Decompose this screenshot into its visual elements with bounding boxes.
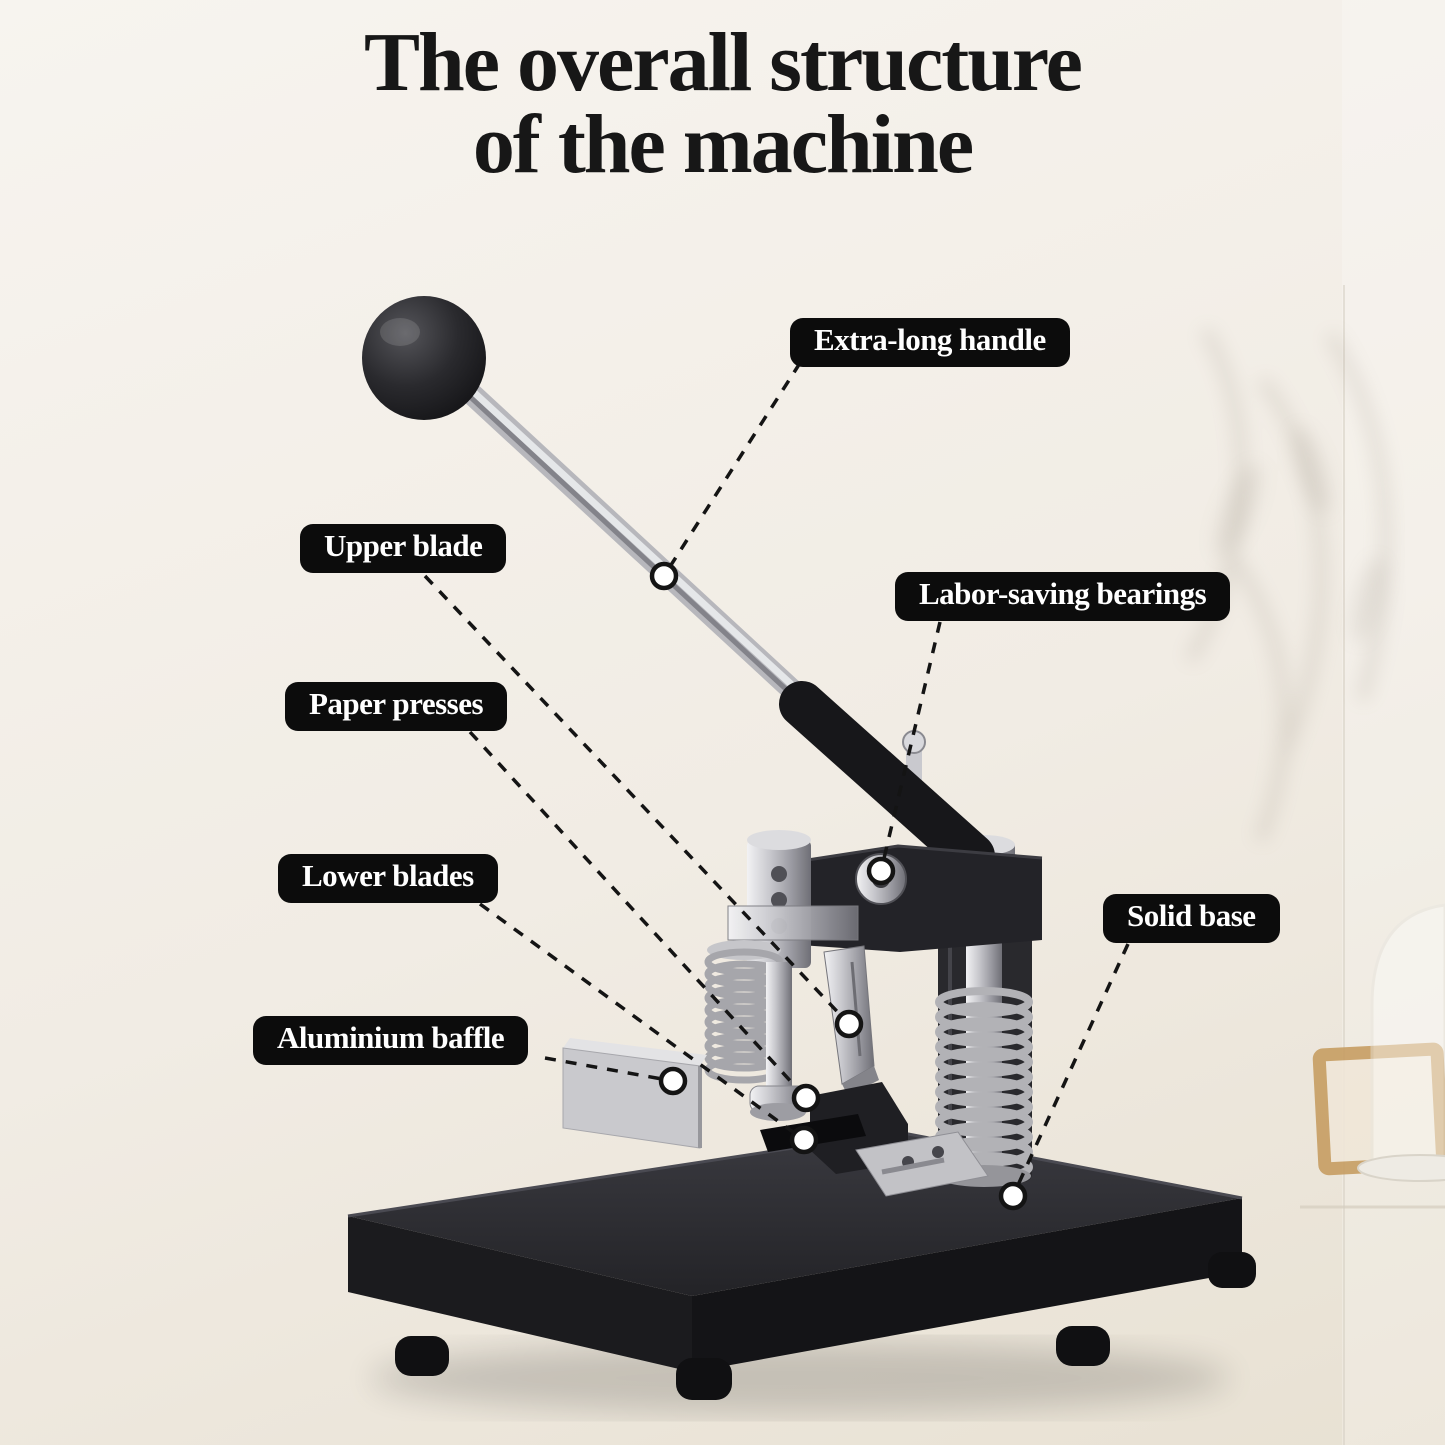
label-aluminium-baffle: Aluminium baffle	[253, 1016, 529, 1065]
plant-shadow	[1184, 326, 1392, 843]
marker-paper-presses	[791, 1083, 821, 1113]
machine-illustration	[347, 296, 1256, 1400]
page-title-line1: The overall structure	[364, 16, 1083, 109]
label-paper-presses: Paper presses	[285, 682, 508, 731]
wall-decor	[1184, 0, 1445, 1445]
leader-extra-long-handle	[662, 362, 802, 577]
press-rod	[766, 962, 792, 1094]
leader-markers	[649, 561, 1028, 1211]
handle-grip	[779, 681, 995, 879]
machine-press-assembly	[704, 830, 859, 1121]
glass-dome	[1357, 903, 1445, 1182]
machine-floor-shadow	[370, 1342, 1230, 1414]
marker-solid-base	[998, 1181, 1028, 1211]
leader-labor-saving-bearings	[879, 621, 942, 872]
marker-aluminium-baffle	[658, 1066, 688, 1096]
marker-extra-long-handle	[649, 561, 679, 591]
leader-upper-blade	[423, 574, 851, 1026]
marker-labor-saving-bearings	[866, 856, 896, 886]
marker-lower-blades	[789, 1125, 819, 1155]
label-upper-blade: Upper blade	[300, 524, 507, 573]
machine-lower-blade-area	[760, 1082, 989, 1197]
leader-solid-base	[1011, 943, 1130, 1197]
label-solid-base: Solid base	[1103, 894, 1280, 943]
machine-handle	[362, 296, 995, 879]
label-labor-saving-bearings: Labor-saving bearings	[895, 572, 1231, 621]
leader-lines	[423, 362, 1130, 1197]
plant-shadow-leaves	[1214, 426, 1385, 643]
leader-aluminium-baffle	[544, 1056, 674, 1083]
marker-upper-blade	[834, 1009, 864, 1039]
label-lower-blades: Lower blades	[278, 854, 498, 903]
page-title-line2: of the machine	[472, 98, 974, 192]
leader-lower-blades	[478, 902, 806, 1142]
label-extra-long-handle: Extra-long handle	[790, 318, 1070, 367]
handle-ball	[362, 296, 486, 420]
